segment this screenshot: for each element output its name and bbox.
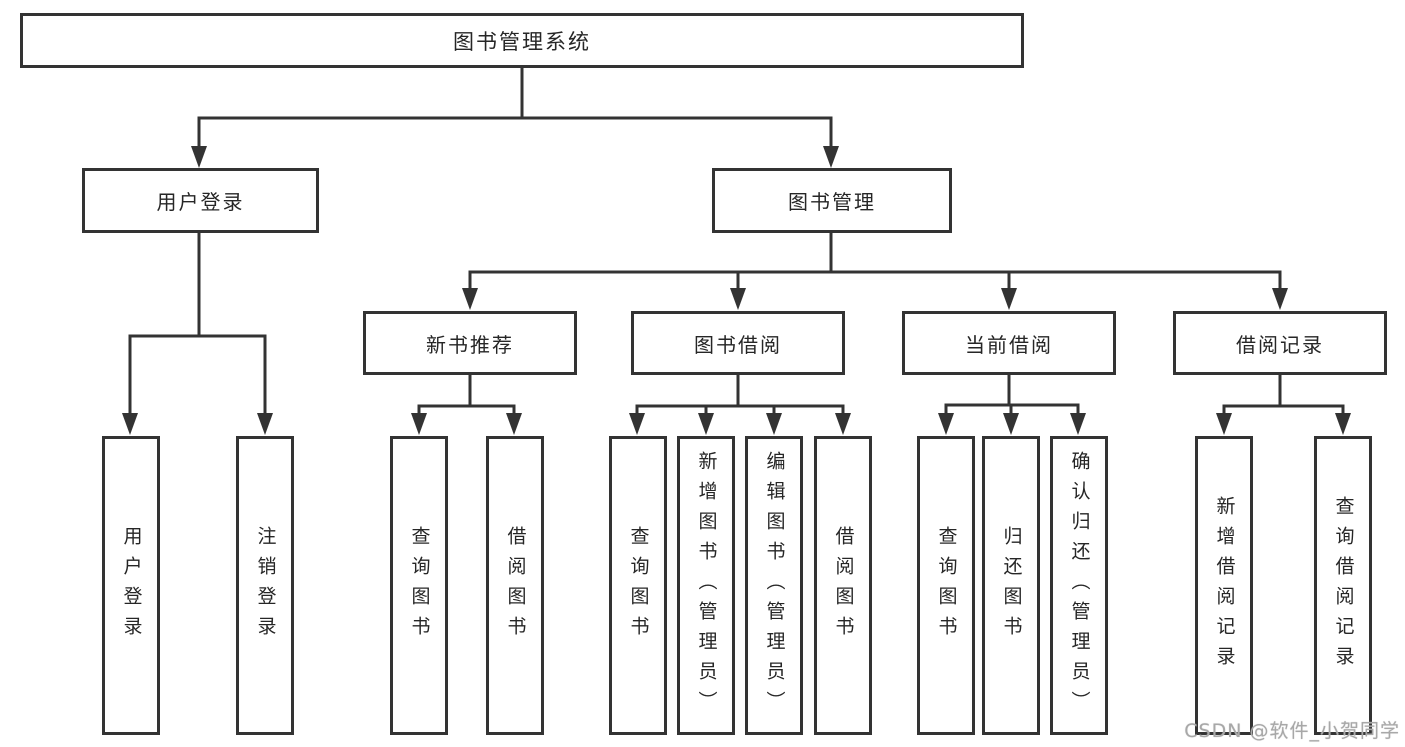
leaf-records-query-borrow-record: 查询借阅记录 bbox=[1314, 436, 1372, 735]
leaf-current-return-book: 归还图书 bbox=[982, 436, 1040, 735]
node-user-login: 用户登录 bbox=[82, 168, 319, 233]
leaf-borrow-add-book-admin: 新增图书（管理员） bbox=[677, 436, 735, 735]
node-book-borrowing: 图书借阅 bbox=[631, 311, 845, 375]
leaf-label: 新增图书（管理员） bbox=[695, 450, 718, 721]
leaf-label: 查询图书 bbox=[627, 525, 650, 646]
node-label: 用户登录 bbox=[156, 190, 245, 214]
leaf-label: 查询图书 bbox=[935, 525, 958, 646]
leaf-label: 新增借阅记录 bbox=[1213, 495, 1236, 676]
node-borrowing-records: 借阅记录 bbox=[1173, 311, 1387, 375]
leaf-label: 借阅图书 bbox=[832, 525, 855, 646]
leaf-label: 借阅图书 bbox=[504, 525, 527, 646]
watermark: CSDN @软件_小贺同学 bbox=[1184, 720, 1400, 742]
leaf-label: 确认归还（管理员） bbox=[1068, 450, 1091, 721]
leaf-label: 查询借阅记录 bbox=[1332, 495, 1355, 676]
node-library-management-system: 图书管理系统 bbox=[20, 13, 1024, 68]
leaf-label: 用户登录 bbox=[120, 525, 143, 646]
leaf-label: 查询图书 bbox=[408, 525, 431, 646]
node-label: 新书推荐 bbox=[426, 332, 514, 357]
node-current-borrowing: 当前借阅 bbox=[902, 311, 1116, 375]
node-new-book-recommendation: 新书推荐 bbox=[363, 311, 577, 375]
node-label: 当前借阅 bbox=[965, 332, 1053, 357]
leaf-newbook-query-book: 查询图书 bbox=[390, 436, 448, 735]
leaf-label: 注销登录 bbox=[254, 525, 277, 646]
node-label: 借阅记录 bbox=[1236, 332, 1324, 357]
leaf-current-confirm-return-admin: 确认归还（管理员） bbox=[1050, 436, 1108, 735]
leaf-label: 归还图书 bbox=[1000, 525, 1023, 646]
node-book-management: 图书管理 bbox=[712, 168, 952, 233]
leaf-logout-login: 注销登录 bbox=[236, 436, 294, 735]
node-label: 图书管理 bbox=[788, 190, 876, 214]
leaf-label: 编辑图书（管理员） bbox=[763, 450, 786, 721]
leaf-borrow-edit-book-admin: 编辑图书（管理员） bbox=[745, 436, 803, 735]
leaf-records-add-borrow-record: 新增借阅记录 bbox=[1195, 436, 1253, 735]
leaf-newbook-borrow-book: 借阅图书 bbox=[486, 436, 544, 735]
leaf-user-login: 用户登录 bbox=[102, 436, 160, 735]
leaf-borrow-borrow-book: 借阅图书 bbox=[814, 436, 872, 735]
leaf-current-query-book: 查询图书 bbox=[917, 436, 975, 735]
node-label: 图书借阅 bbox=[694, 332, 782, 357]
leaf-borrow-query-book: 查询图书 bbox=[609, 436, 667, 735]
node-label: 图书管理系统 bbox=[453, 29, 591, 54]
